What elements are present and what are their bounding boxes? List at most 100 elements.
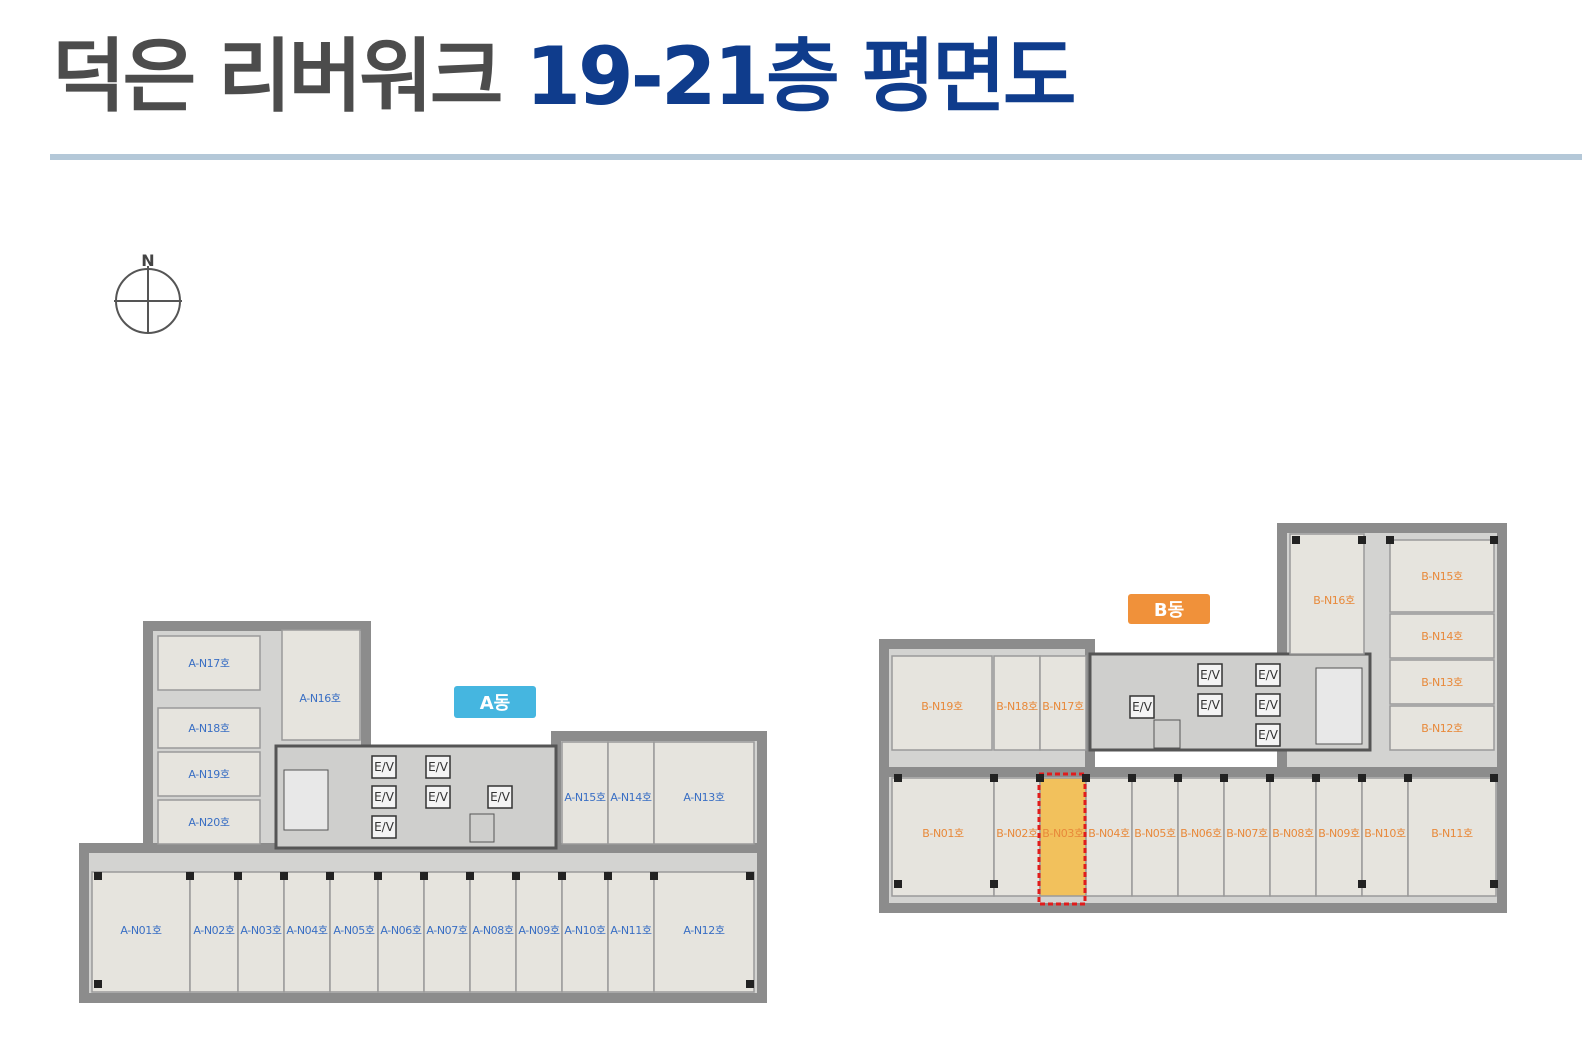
unit-label-b-n14: B-N14호 (1421, 630, 1463, 643)
room-a-n17 (157, 635, 261, 691)
unit-label-b-n11: B-N11호 (1431, 827, 1473, 840)
room-b-n13 (1389, 659, 1495, 705)
elevator-a-2-label: E/V (374, 790, 395, 804)
unit-label-b-n18: B-N18호 (996, 700, 1038, 713)
room-a-n13 (653, 741, 755, 845)
elevator-b-4 (1255, 663, 1281, 687)
unit-label-b-n09: B-N09호 (1318, 827, 1360, 840)
column-10 (604, 872, 612, 880)
column-0 (94, 980, 102, 988)
column-1 (990, 774, 998, 782)
elevator-a-3 (371, 815, 397, 839)
column-5 (1174, 774, 1182, 782)
column-1 (186, 872, 194, 880)
room-b-n11 (1407, 777, 1497, 897)
unit-label-b-n03: B-N03호 (1042, 827, 1084, 840)
elevator-a-6 (487, 785, 513, 809)
column-1 (746, 980, 754, 988)
room-a-n11 (607, 871, 655, 993)
room-a-n10 (561, 871, 609, 993)
elevator-a-1 (371, 755, 397, 779)
unit-label-a-n01: A-N01호 (120, 924, 161, 937)
unit-label-a-n07: A-N07호 (426, 924, 467, 937)
column-11 (1490, 774, 1498, 782)
column-7 (466, 872, 474, 880)
restroom-a (283, 769, 329, 831)
column-2 (1358, 880, 1366, 888)
unit-label-b-n02: B-N02호 (996, 827, 1038, 840)
room-b-n15 (1389, 539, 1495, 613)
unit-label-a-n03: A-N03호 (240, 924, 281, 937)
column-2 (1386, 536, 1394, 544)
unit-label-a-n02: A-N02호 (193, 924, 234, 937)
elevator-a-1-label: E/V (374, 760, 395, 774)
unit-label-b-n01: B-N01호 (922, 827, 964, 840)
room-a-n05 (329, 871, 379, 993)
stair-b (1153, 719, 1181, 749)
unit-label-b-n07: B-N07호 (1226, 827, 1268, 840)
column-3 (1082, 774, 1090, 782)
title-floor-plan: 19-21층 평면도 (525, 30, 1076, 123)
elevator-b-5-label: E/V (1258, 698, 1279, 712)
column-4 (326, 872, 334, 880)
room-a-n08 (469, 871, 517, 993)
column-8 (512, 872, 520, 880)
unit-label-b-n10: B-N10호 (1364, 827, 1406, 840)
column-0 (1292, 536, 1300, 544)
unit-label-a-n09: A-N09호 (518, 924, 559, 937)
restroom-b (1315, 667, 1363, 745)
column-8 (1312, 774, 1320, 782)
unit-label-b-n17: B-N17호 (1042, 700, 1084, 713)
column-1 (990, 880, 998, 888)
title-project-name: 덕은 리버워크 (52, 30, 503, 123)
page-title: 덕은 리버워크 19-21층 평면도 (52, 22, 1076, 132)
room-a-n01 (91, 871, 191, 993)
room-a-n16 (281, 629, 361, 741)
room-b-n19 (891, 655, 993, 751)
column-3 (1490, 880, 1498, 888)
unit-label-a-n10: A-N10호 (564, 924, 605, 937)
elevator-b-6 (1255, 723, 1281, 747)
room-b-n10 (1361, 777, 1409, 897)
column-0 (894, 880, 902, 888)
room-b-n09 (1315, 777, 1363, 897)
unit-label-b-n15: B-N15호 (1421, 570, 1463, 583)
compass-north-label: N (141, 251, 154, 270)
elevator-a-6-label: E/V (490, 790, 511, 804)
unit-label-a-n06: A-N06호 (380, 924, 421, 937)
elevator-b-2-label: E/V (1200, 668, 1221, 682)
column-2 (234, 872, 242, 880)
building-b-tag-label: B동 (1154, 600, 1184, 621)
unit-label-a-n18: A-N18호 (188, 722, 229, 735)
column-10 (1404, 774, 1412, 782)
unit-label-a-n12: A-N12호 (683, 924, 724, 937)
elevator-a-3-label: E/V (374, 820, 395, 834)
elevator-b-1 (1129, 695, 1155, 719)
elevator-a-4-label: E/V (428, 760, 449, 774)
column-4 (1128, 774, 1136, 782)
title-divider (50, 154, 1582, 160)
room-a-n18 (157, 707, 261, 749)
room-b-n17 (1039, 655, 1087, 751)
unit-label-b-n08: B-N08호 (1272, 827, 1314, 840)
unit-label-b-n06: B-N06호 (1180, 827, 1222, 840)
unit-label-a-n20: A-N20호 (188, 816, 229, 829)
unit-label-b-n19: B-N19호 (921, 700, 963, 713)
room-b-n02 (993, 777, 1041, 897)
unit-label-a-n08: A-N08호 (472, 924, 513, 937)
column-12 (746, 872, 754, 880)
elevator-a-5-label: E/V (428, 790, 449, 804)
building-a-tag (454, 686, 536, 718)
stair-a (469, 813, 495, 843)
column-9 (1358, 774, 1366, 782)
column-6 (1220, 774, 1228, 782)
unit-label-b-n04: B-N04호 (1088, 827, 1130, 840)
column-2 (1036, 774, 1044, 782)
room-a-n19 (157, 751, 261, 797)
column-3 (1490, 536, 1498, 544)
elevator-b-6-label: E/V (1258, 728, 1279, 742)
elevator-b-3-label: E/V (1200, 698, 1221, 712)
